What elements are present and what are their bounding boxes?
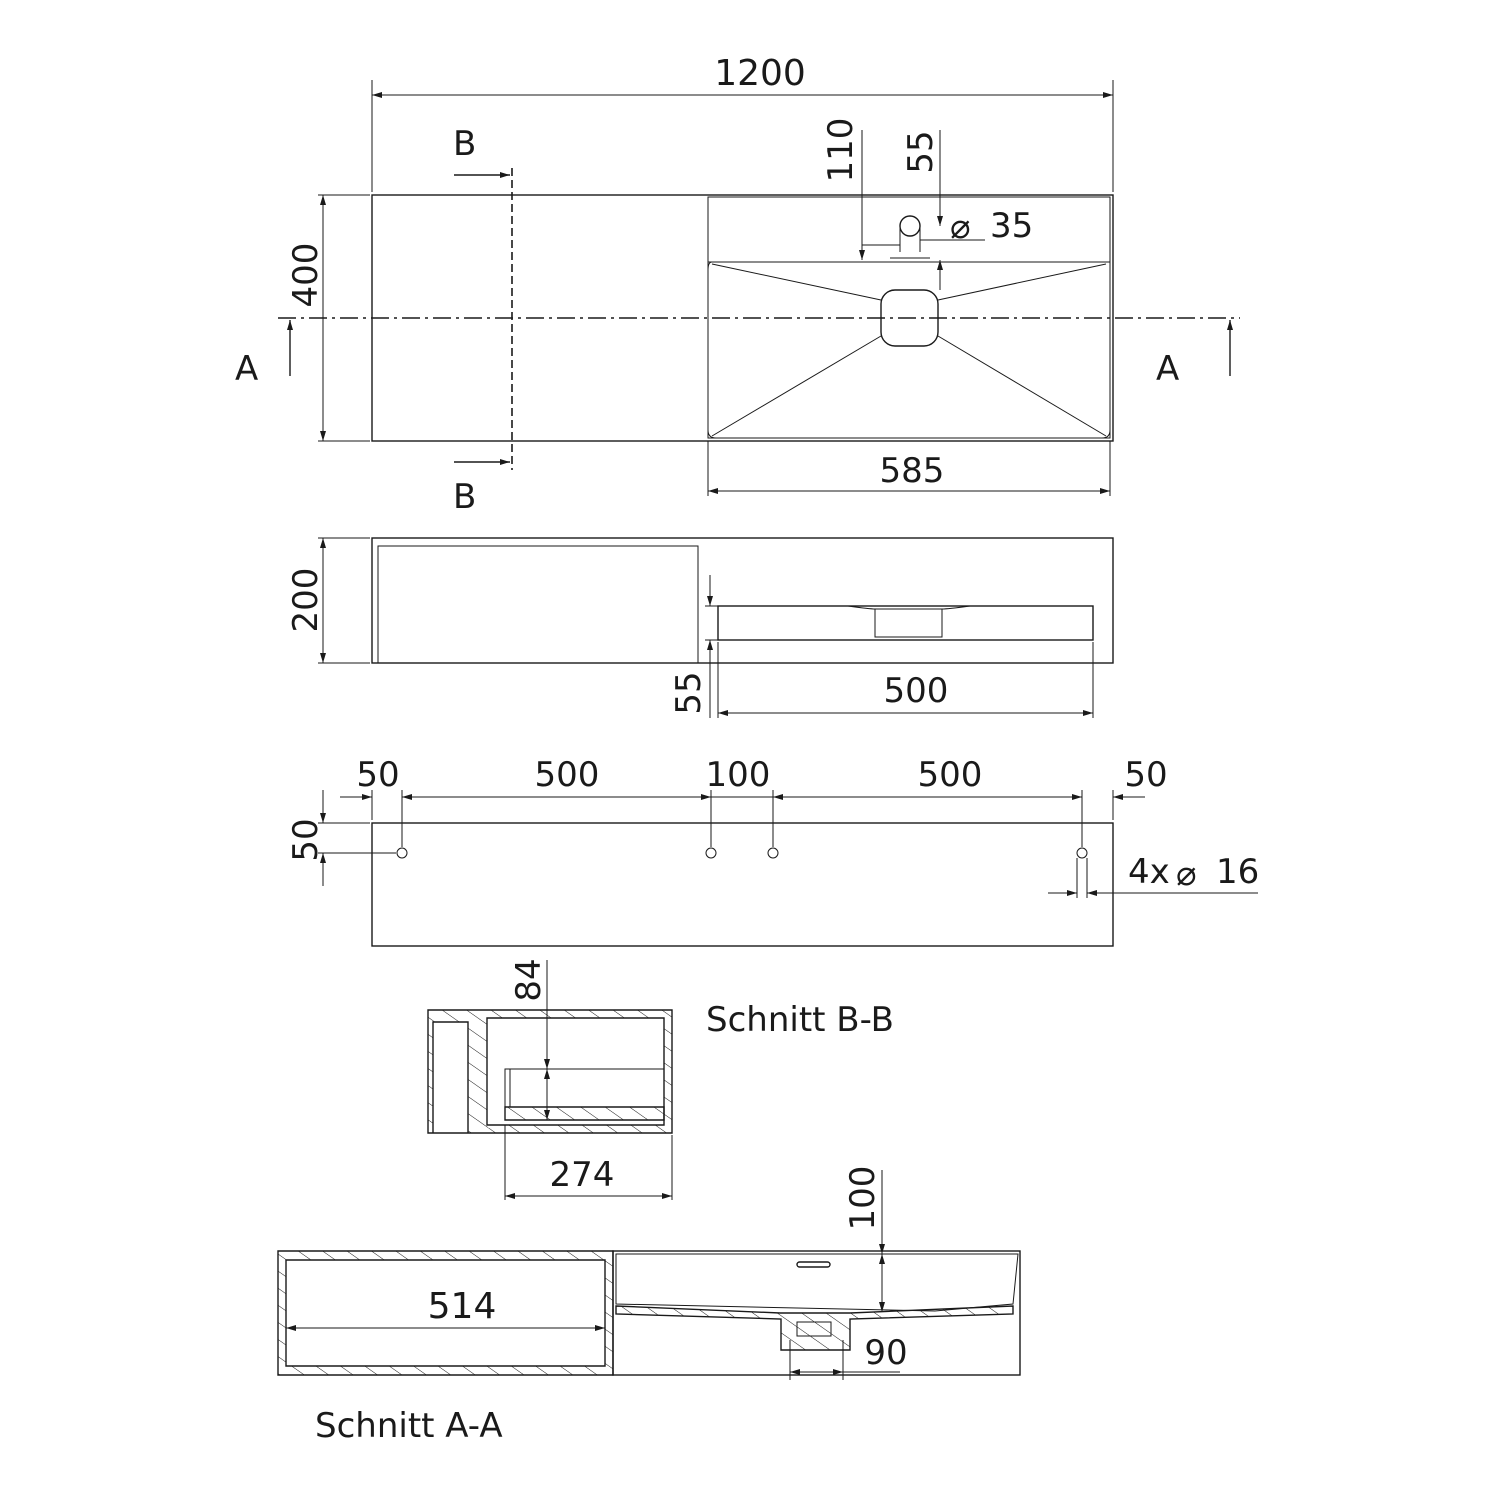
dim-right-margin: 50 bbox=[1124, 755, 1167, 795]
section-b-top-label: B bbox=[453, 124, 476, 164]
tap-hole bbox=[899, 215, 921, 237]
mounting-hole bbox=[705, 847, 717, 859]
dim-height: 200 bbox=[286, 568, 326, 633]
diameter-icon: ⌀ bbox=[950, 207, 970, 247]
dim-depth: 400 bbox=[286, 243, 326, 308]
diameter-icon: ⌀ bbox=[1176, 854, 1196, 894]
dim-basin-width: 585 bbox=[880, 451, 945, 491]
section-b-b-title: Schnitt B-B bbox=[706, 1000, 894, 1040]
top-view: 1200 400 585 110 55 ⌀ 35 A A B B bbox=[235, 53, 1240, 517]
dim-compartment: 514 bbox=[428, 1286, 497, 1327]
dim-span-right: 500 bbox=[918, 755, 983, 795]
section-a-a: 100 514 90 Schnitt A-A bbox=[277, 1166, 1021, 1446]
dim-drain: 90 bbox=[864, 1333, 907, 1373]
slope-line bbox=[711, 263, 882, 301]
dim-basin-width: 500 bbox=[884, 671, 949, 711]
mounting-hole bbox=[767, 847, 779, 859]
dim-basin-height: 55 bbox=[669, 671, 709, 714]
dim-basin-depth: 100 bbox=[843, 1166, 883, 1231]
dim-depth: 84 bbox=[509, 958, 549, 1001]
dim-width: 1200 bbox=[714, 53, 806, 94]
section-a-a-title: Schnitt A-A bbox=[315, 1406, 503, 1446]
section-a-right-label: A bbox=[1156, 349, 1179, 389]
dim-center-gap: 100 bbox=[706, 755, 771, 795]
section-b-bottom-label: B bbox=[453, 477, 476, 517]
dim-hole-diameter: 16 bbox=[1216, 852, 1259, 892]
dim-width: 274 bbox=[550, 1155, 615, 1195]
tap-hole-projection bbox=[890, 226, 930, 259]
dim-vertical-offset: 50 bbox=[286, 818, 326, 861]
section-a-left-label: A bbox=[235, 349, 258, 389]
mounting-hole bbox=[1076, 847, 1088, 859]
dim-tap-hole: 35 bbox=[990, 206, 1033, 246]
rear-view: 50 500 100 500 50 50 4x ⌀ 16 bbox=[286, 755, 1259, 947]
slope-line bbox=[937, 335, 1107, 437]
slope-line bbox=[937, 263, 1107, 301]
front-view: 200 55 500 bbox=[286, 537, 1114, 718]
dim-span-left: 500 bbox=[535, 755, 600, 795]
dim-tap-offset: 110 bbox=[821, 118, 861, 183]
section-b-b: 84 274 Schnitt B-B bbox=[427, 958, 894, 1200]
slope-line bbox=[711, 335, 882, 437]
holes-count: 4x bbox=[1128, 852, 1170, 892]
mounting-hole bbox=[396, 847, 408, 859]
dim-tap-offset-2: 55 bbox=[901, 130, 941, 173]
dim-left-margin: 50 bbox=[356, 755, 399, 795]
basin-bowl bbox=[707, 261, 1111, 439]
